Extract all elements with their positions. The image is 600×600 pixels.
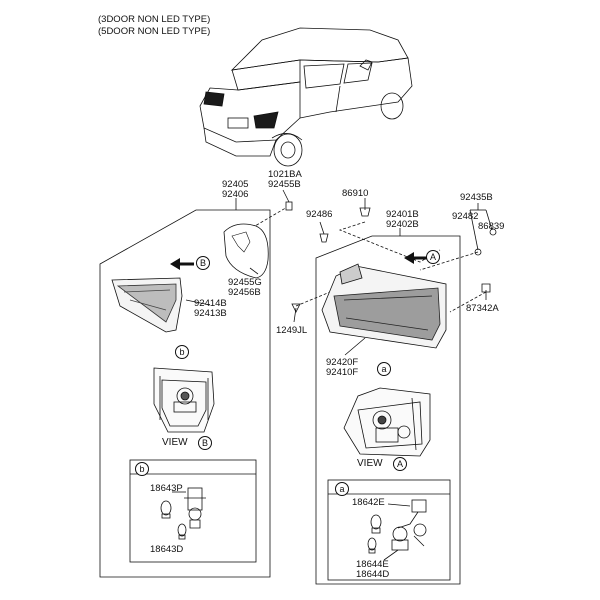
part-label-1249JL: 1249JL bbox=[276, 325, 308, 336]
part-label-92406: 92406 bbox=[222, 189, 249, 200]
part-label-92405: 92405 bbox=[222, 179, 249, 190]
inner-lamp-rear-view bbox=[153, 367, 215, 433]
bulb-18643D bbox=[177, 523, 187, 540]
fasteners bbox=[285, 201, 497, 313]
view-b-label: VIEW bbox=[162, 437, 188, 448]
car-tail-lamp-right bbox=[253, 111, 279, 129]
header-line-2: (5DOOR NON LED TYPE) bbox=[98, 26, 211, 37]
callout-b-detail: b bbox=[135, 462, 149, 476]
outer-lamp-rear-view bbox=[343, 387, 431, 457]
callout-b-rear-view: b bbox=[175, 345, 189, 359]
harness-18642E bbox=[391, 499, 427, 551]
part-label-92455G: 92455G bbox=[228, 277, 262, 288]
part-label-92414B: 92414B bbox=[194, 298, 227, 309]
bulb-18644E bbox=[367, 537, 377, 554]
part-label-92402B: 92402B bbox=[386, 219, 419, 230]
right-assembly-outline bbox=[315, 235, 461, 585]
left-assembly-outline bbox=[99, 209, 271, 578]
view-a-letter: A bbox=[393, 457, 407, 471]
part-label-18644D: 18644D bbox=[356, 569, 390, 580]
part-label-18644E: 18644E bbox=[356, 559, 389, 570]
part-label-87342A: 87342A bbox=[466, 303, 499, 314]
part-label-92456B: 92456B bbox=[228, 287, 261, 298]
inner-lamp-92414B bbox=[111, 277, 183, 333]
view-a-label: VIEW bbox=[357, 458, 383, 469]
car-illustration bbox=[199, 27, 413, 167]
detail-box-b bbox=[129, 459, 257, 563]
part-label-92482: 92482 bbox=[452, 211, 479, 222]
view-b-letter: B bbox=[198, 436, 212, 450]
car-tail-lamp-left bbox=[203, 91, 225, 107]
part-label-18642E: 18642E bbox=[352, 497, 385, 508]
part-label-1021BA: 1021BA bbox=[268, 169, 302, 180]
arrow-view-b bbox=[170, 258, 194, 270]
part-label-86839: 86839 bbox=[478, 221, 505, 232]
header-line-1: (3DOOR NON LED TYPE) bbox=[98, 14, 211, 25]
part-label-92435B: 92435B bbox=[460, 192, 493, 203]
part-label-92486: 92486 bbox=[306, 209, 333, 220]
part-label-92420F: 92420F bbox=[326, 357, 359, 368]
outer-lamp-92420F bbox=[321, 263, 447, 349]
callout-a-rear-view: a bbox=[377, 362, 391, 376]
callout-a-detail: a bbox=[335, 482, 349, 496]
callout-A-arrow: A bbox=[426, 250, 440, 264]
part-label-92410F: 92410F bbox=[326, 367, 359, 378]
part-label-92401B: 92401B bbox=[386, 209, 419, 220]
gasket-92455G bbox=[223, 223, 269, 279]
detail-box-a bbox=[327, 479, 451, 581]
part-label-18643D: 18643D bbox=[150, 544, 184, 555]
callout-B-arrow: B bbox=[196, 256, 210, 270]
part-label-92413B: 92413B bbox=[194, 308, 227, 319]
part-label-92455B: 92455B bbox=[268, 179, 301, 190]
part-label-86910: 86910 bbox=[342, 188, 369, 199]
part-label-18643P: 18643P bbox=[150, 483, 183, 494]
bulb-18642E bbox=[370, 514, 382, 534]
bulb-18643P bbox=[160, 500, 172, 519]
socket-18643P bbox=[172, 487, 206, 529]
